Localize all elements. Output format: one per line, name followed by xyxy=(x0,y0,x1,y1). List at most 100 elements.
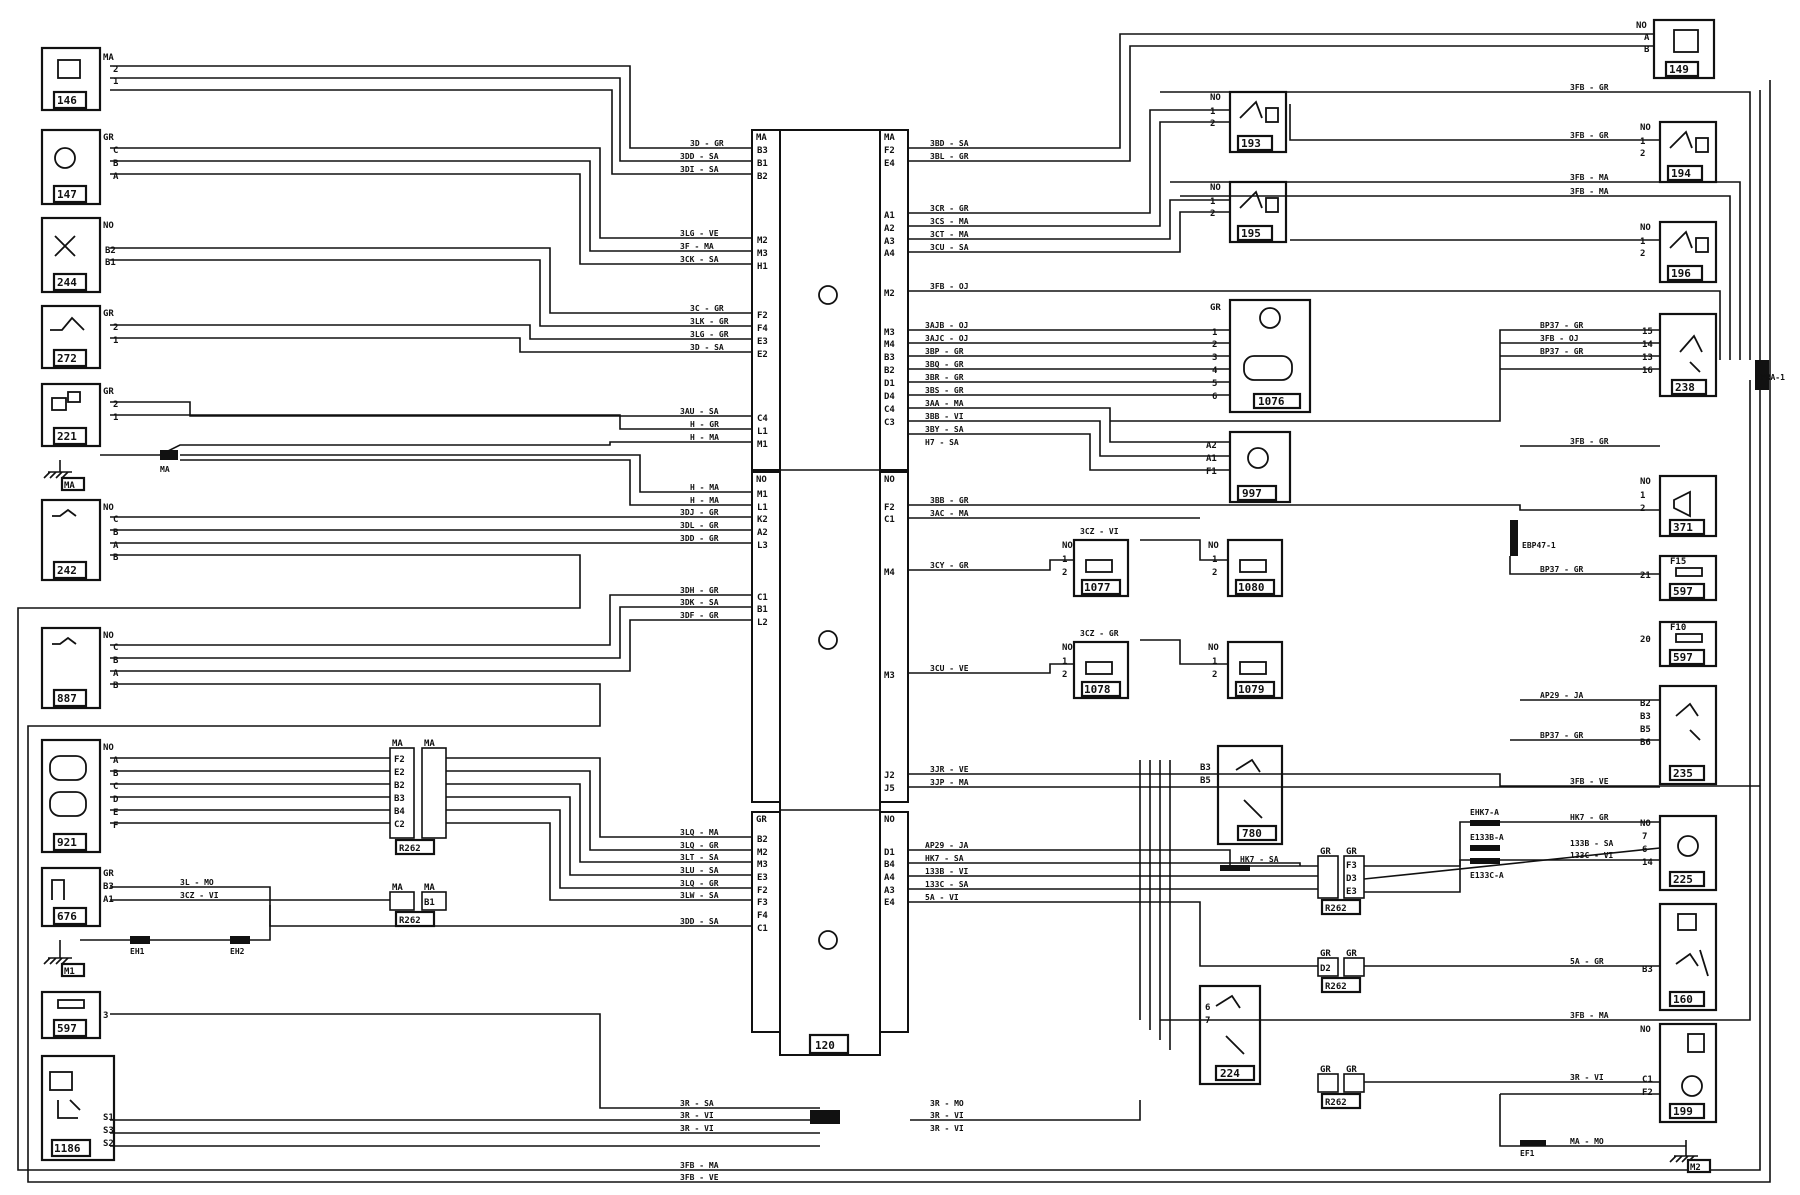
svg-text:3R - VI: 3R - VI xyxy=(1570,1073,1604,1082)
svg-text:D: D xyxy=(113,795,119,805)
component-1077: 1077 NO 1 2 xyxy=(1062,538,1130,598)
svg-text:F15: F15 xyxy=(1670,557,1686,567)
svg-text:A: A xyxy=(113,669,119,679)
svg-text:3DF - GR: 3DF - GR xyxy=(680,611,719,620)
svg-text:C4: C4 xyxy=(757,414,768,424)
svg-text:1: 1 xyxy=(1212,328,1217,338)
svg-text:7: 7 xyxy=(1642,832,1647,842)
svg-text:NO: NO xyxy=(1640,819,1651,829)
svg-text:D1: D1 xyxy=(884,379,895,389)
svg-text:M3: M3 xyxy=(884,671,895,681)
svg-text:B2: B2 xyxy=(394,781,405,791)
svg-text:3CU - VE: 3CU - VE xyxy=(930,664,969,673)
svg-text:225: 225 xyxy=(1673,873,1693,886)
svg-text:3LQ - GR: 3LQ - GR xyxy=(680,841,719,850)
svg-text:3BR - GR: 3BR - GR xyxy=(925,373,964,382)
svg-text:MA: MA xyxy=(424,883,435,893)
svg-text:E133C-A: E133C-A xyxy=(1470,871,1504,880)
svg-text:3R - VI: 3R - VI xyxy=(680,1124,714,1133)
svg-text:GR: GR xyxy=(103,387,114,397)
svg-text:1: 1 xyxy=(1210,107,1215,117)
component-1078: 1078 NO 1 2 xyxy=(1062,640,1130,700)
connector-r262-c: GR GR F3 D3 E3 R262 xyxy=(1317,847,1365,916)
component-780: 780 B3 B5 xyxy=(1200,744,1284,846)
svg-text:L3: L3 xyxy=(757,541,768,551)
svg-text:F2: F2 xyxy=(394,755,405,765)
svg-text:3DD - SA: 3DD - SA xyxy=(680,152,719,161)
svg-text:15: 15 xyxy=(1642,327,1653,337)
component-199: 199 NO C1 F2 xyxy=(1640,1022,1718,1124)
svg-text:GR: GR xyxy=(1210,303,1221,313)
svg-text:3F - MA: 3F - MA xyxy=(680,242,714,251)
svg-text:196: 196 xyxy=(1671,267,1691,280)
svg-text:224: 224 xyxy=(1220,1067,1240,1080)
svg-text:3FB - GR: 3FB - GR xyxy=(1570,83,1609,92)
svg-text:E3: E3 xyxy=(757,873,768,883)
svg-text:4: 4 xyxy=(1212,366,1218,376)
svg-text:C: C xyxy=(113,643,118,653)
svg-text:3BD - SA: 3BD - SA xyxy=(930,139,969,148)
svg-text:3LT - SA: 3LT - SA xyxy=(680,853,719,862)
right-wires xyxy=(908,33,1760,1147)
svg-text:597: 597 xyxy=(1673,585,1693,598)
svg-text:3AA - MA: 3AA - MA xyxy=(925,399,964,408)
svg-text:NO: NO xyxy=(1640,1025,1651,1035)
svg-text:HK7 - SA: HK7 - SA xyxy=(925,854,964,863)
svg-text:EHK7-A: EHK7-A xyxy=(1470,808,1499,817)
svg-text:B4: B4 xyxy=(884,860,895,870)
svg-text:H - MA: H - MA xyxy=(690,433,719,442)
svg-text:A3: A3 xyxy=(884,237,895,247)
svg-text:3BL - GR: 3BL - GR xyxy=(930,152,969,161)
svg-text:3LK - GR: 3LK - GR xyxy=(690,317,729,326)
svg-text:2: 2 xyxy=(1212,670,1217,680)
svg-text:2: 2 xyxy=(1210,119,1215,129)
svg-text:133B - VI: 133B - VI xyxy=(925,867,969,876)
ecu-bot-right-pins: D1 B4 A4 A3 E4 xyxy=(884,848,895,908)
svg-text:B3: B3 xyxy=(1200,763,1211,773)
component-196: 196 NO 1 2 xyxy=(1640,220,1718,284)
ecu-mid-right-header: NO xyxy=(884,475,895,485)
svg-text:MA: MA xyxy=(392,883,403,893)
ecu-mid-right-pins: F2 C1 M4 M3 J2 J5 xyxy=(884,503,895,794)
svg-text:M3: M3 xyxy=(884,328,895,338)
svg-text:C: C xyxy=(113,515,118,525)
svg-text:3DI - SA: 3DI - SA xyxy=(680,165,719,174)
svg-text:3R - VI: 3R - VI xyxy=(930,1124,964,1133)
svg-text:3CR - GR: 3CR - GR xyxy=(930,204,969,213)
svg-text:S2: S2 xyxy=(103,1139,114,1149)
svg-text:D2: D2 xyxy=(1320,964,1331,974)
svg-text:3FB - MA: 3FB - MA xyxy=(1570,173,1609,182)
svg-text:B: B xyxy=(113,681,119,691)
connector-r262-e: GR GR R262 xyxy=(1317,1065,1365,1110)
ecu-top-left-header: MA xyxy=(756,133,767,143)
svg-text:B3: B3 xyxy=(103,882,114,892)
svg-text:3FB - GR: 3FB - GR xyxy=(1570,131,1609,140)
svg-text:3AU - SA: 3AU - SA xyxy=(680,407,719,416)
svg-text:GR: GR xyxy=(1320,847,1331,857)
svg-text:M1: M1 xyxy=(757,490,768,500)
component-921: 921 NO A B C D E F xyxy=(40,738,119,854)
svg-text:3JP - MA: 3JP - MA xyxy=(930,778,969,787)
svg-text:16: 16 xyxy=(1642,366,1653,376)
svg-text:597: 597 xyxy=(57,1022,77,1035)
component-225: 225 NO 7 6 14 xyxy=(1640,814,1718,892)
svg-text:NO: NO xyxy=(1208,541,1219,551)
component-371: 371 NO 1 2 xyxy=(1640,474,1718,538)
svg-text:C3: C3 xyxy=(884,418,895,428)
connector-r262-d: GR GR D2 R262 xyxy=(1317,949,1365,994)
svg-text:A1: A1 xyxy=(103,895,114,905)
svg-text:B4: B4 xyxy=(394,807,405,817)
svg-text:2: 2 xyxy=(1640,149,1645,159)
svg-text:3CU - SA: 3CU - SA xyxy=(930,243,969,252)
svg-text:E2: E2 xyxy=(757,350,768,360)
svg-text:M1: M1 xyxy=(64,967,75,977)
svg-text:A: A xyxy=(113,756,119,766)
component-272: 272 GR 2 1 xyxy=(40,304,118,370)
svg-text:MA: MA xyxy=(103,53,114,63)
svg-text:3: 3 xyxy=(1212,353,1217,363)
svg-text:2: 2 xyxy=(1062,568,1067,578)
svg-text:BP37 - GR: BP37 - GR xyxy=(1540,565,1584,574)
svg-text:3: 3 xyxy=(103,1011,108,1021)
svg-text:F2: F2 xyxy=(757,311,768,321)
svg-text:E: E xyxy=(113,808,118,818)
